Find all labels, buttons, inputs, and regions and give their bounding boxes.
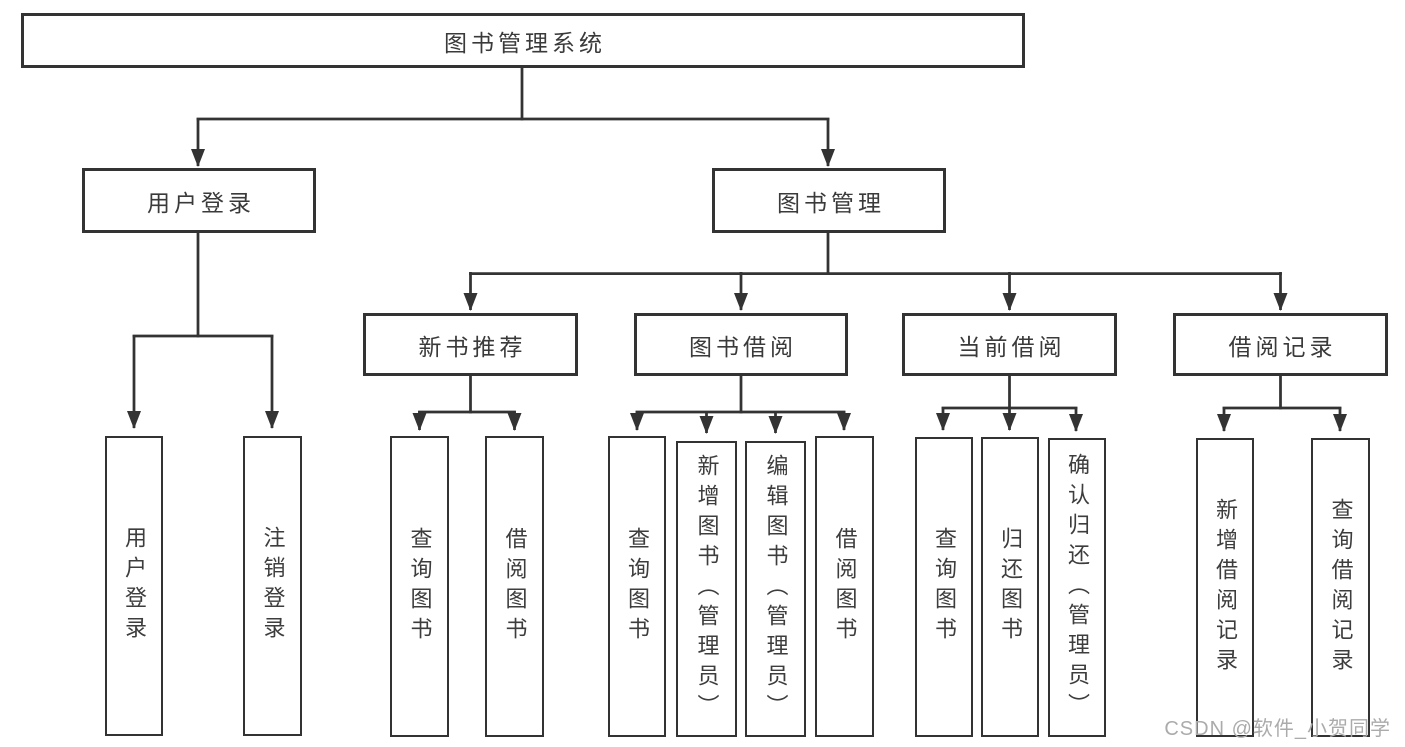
- leaf-query-books-recommend-label: 查询图书: [407, 526, 433, 647]
- node-book-borrow: 图书借阅: [634, 313, 848, 376]
- node-book-management: 图书管理: [712, 168, 946, 233]
- node-new-book-recommend: 新书推荐: [363, 313, 578, 376]
- node-borrow-records-label: 借阅记录: [1228, 333, 1337, 360]
- leaf-logout-label: 注销登录: [260, 526, 286, 646]
- leaf-user-login-label: 用户登录: [122, 526, 147, 646]
- node-borrow-records: 借阅记录: [1173, 313, 1388, 376]
- leaf-borrow-books-recommend: 借阅图书: [485, 436, 544, 737]
- leaf-query-books-current-label: 查询图书: [932, 527, 957, 647]
- leaf-add-book-admin-label: 新增图书（管理员）: [694, 454, 720, 724]
- leaf-logout: 注销登录: [243, 436, 302, 736]
- node-new-book-recommend-label: 新书推荐: [418, 333, 527, 360]
- leaf-user-login: 用户登录: [105, 436, 163, 736]
- node-root: 图书管理系统: [21, 13, 1025, 68]
- node-book-management-label: 图书管理: [777, 189, 885, 216]
- node-book-borrow-label: 图书借阅: [689, 333, 797, 360]
- node-current-borrow-label: 当前借阅: [957, 333, 1066, 360]
- leaf-query-books-recommend: 查询图书: [390, 436, 449, 737]
- leaf-edit-book-admin: 编辑图书（管理员）: [745, 441, 806, 737]
- leaf-add-borrow-record-label: 新增借阅记录: [1213, 497, 1238, 678]
- leaf-borrow-books: 借阅图书: [815, 436, 874, 737]
- leaf-query-books-borrow: 查询图书: [608, 436, 666, 737]
- leaf-add-book-admin: 新增图书（管理员）: [676, 441, 737, 737]
- leaf-confirm-return-admin: 确认归还（管理员）: [1048, 438, 1106, 737]
- node-user-login-label: 用户登录: [147, 189, 255, 216]
- node-root-label: 图书管理系统: [444, 29, 606, 56]
- leaf-query-books-borrow-label: 查询图书: [625, 526, 650, 647]
- leaf-edit-book-admin-label: 编辑图书（管理员）: [763, 454, 789, 724]
- leaf-borrow-books-label: 借阅图书: [832, 526, 858, 647]
- leaf-query-borrow-record-label: 查询借阅记录: [1328, 497, 1354, 678]
- watermark-text: CSDN @软件_小贺同学: [1164, 718, 1391, 740]
- node-user-login: 用户登录: [82, 168, 316, 233]
- leaf-add-borrow-record: 新增借阅记录: [1196, 438, 1254, 737]
- leaf-query-borrow-record: 查询借阅记录: [1311, 438, 1370, 737]
- leaf-confirm-return-admin-label: 确认归还（管理员）: [1065, 452, 1090, 723]
- node-current-borrow: 当前借阅: [902, 313, 1117, 376]
- leaf-return-book-label: 归还图书: [998, 527, 1023, 647]
- leaf-borrow-books-recommend-label: 借阅图书: [502, 526, 528, 647]
- leaf-return-book: 归还图书: [981, 437, 1039, 737]
- leaf-query-books-current: 查询图书: [915, 437, 973, 737]
